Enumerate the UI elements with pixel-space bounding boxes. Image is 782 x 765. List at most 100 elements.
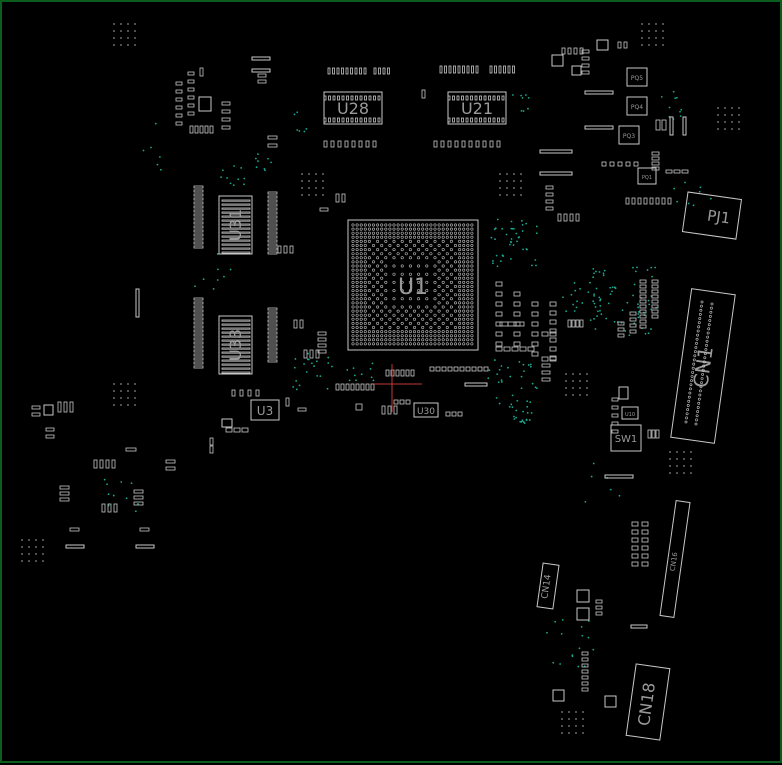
bga-ball <box>458 227 462 231</box>
small-ic <box>576 589 590 603</box>
bga-ball <box>400 256 404 260</box>
bga-ball <box>380 309 384 313</box>
pj1-connector[interactable] <box>681 191 743 240</box>
pad <box>531 301 539 307</box>
via <box>578 647 581 650</box>
bga-ball <box>355 264 359 268</box>
via <box>599 298 602 301</box>
pad <box>336 67 340 75</box>
pad <box>267 239 278 243</box>
pad <box>405 369 410 377</box>
bga-ball <box>417 338 421 342</box>
sw1-switch[interactable] <box>610 424 642 452</box>
via <box>595 287 598 290</box>
cn1-connector[interactable] <box>670 288 736 444</box>
via <box>513 194 515 196</box>
cn14-connector[interactable] <box>536 562 560 610</box>
bga-ball <box>367 305 371 309</box>
pq1-package[interactable] <box>637 167 657 185</box>
cn18-connector[interactable] <box>625 663 671 741</box>
via <box>582 711 584 713</box>
via <box>316 374 319 377</box>
pad <box>549 310 557 316</box>
bga-ball <box>408 235 412 239</box>
pad <box>209 437 214 446</box>
u28-package[interactable] <box>323 91 383 125</box>
via <box>731 114 733 116</box>
via <box>113 23 115 25</box>
bga-ball <box>466 264 470 268</box>
bga-ball <box>359 325 363 329</box>
bga-ball <box>429 223 433 227</box>
bga-ball <box>363 342 367 346</box>
via <box>599 299 601 302</box>
u33-package[interactable] <box>218 315 253 375</box>
via <box>508 405 511 408</box>
u30-package[interactable] <box>413 402 439 418</box>
via <box>134 44 136 46</box>
bga-ball <box>400 227 404 231</box>
bga-ball <box>458 260 462 264</box>
bga-ball <box>412 317 416 321</box>
bga-ball <box>445 334 449 338</box>
bga-ball <box>462 235 466 239</box>
pq4-package[interactable] <box>626 96 648 116</box>
bga-ball <box>408 248 412 252</box>
via <box>672 90 675 93</box>
pad <box>471 366 477 372</box>
u10-package[interactable] <box>621 406 639 420</box>
bga-ball <box>470 317 474 321</box>
pad <box>453 366 459 372</box>
via <box>521 230 524 232</box>
bga-ball <box>417 342 421 346</box>
bga-ball <box>462 334 466 338</box>
bga-ball <box>384 264 388 268</box>
bga-ball <box>363 313 367 317</box>
pad <box>617 41 622 49</box>
via <box>21 553 23 555</box>
via <box>575 711 577 713</box>
pad <box>581 657 589 662</box>
u21-package[interactable] <box>447 91 507 125</box>
via <box>307 358 310 361</box>
bga-ball <box>458 276 462 280</box>
pad <box>445 411 451 417</box>
via <box>611 286 614 289</box>
cn16-connector[interactable] <box>659 500 691 618</box>
via <box>624 330 627 332</box>
pad <box>461 117 464 123</box>
u3-package[interactable] <box>250 399 280 421</box>
bga-ball <box>384 313 388 317</box>
via <box>307 352 309 355</box>
bga-ball <box>441 264 445 268</box>
pad <box>475 65 479 74</box>
via <box>575 732 577 734</box>
pad <box>199 125 204 134</box>
via <box>511 406 514 408</box>
bga-ball <box>371 338 375 342</box>
via <box>216 279 219 281</box>
u1-package[interactable] <box>347 219 479 351</box>
bga-ball <box>351 325 355 329</box>
via <box>561 718 563 720</box>
bga-ball <box>429 227 433 231</box>
pq5-package[interactable] <box>626 67 648 87</box>
via <box>501 227 504 230</box>
pad <box>474 117 478 123</box>
via <box>521 223 524 226</box>
pad <box>575 213 580 222</box>
via <box>676 458 678 460</box>
bga-ball <box>417 280 421 284</box>
bga-ball <box>429 338 433 342</box>
u31-package[interactable] <box>218 195 253 255</box>
bga-ball <box>388 227 392 231</box>
pad <box>175 97 183 102</box>
bga-ball <box>408 297 412 301</box>
pad <box>639 319 647 324</box>
pad <box>637 197 642 205</box>
pq3-package[interactable] <box>618 125 640 145</box>
pad <box>503 65 506 74</box>
via <box>134 404 136 406</box>
pad <box>221 371 251 374</box>
